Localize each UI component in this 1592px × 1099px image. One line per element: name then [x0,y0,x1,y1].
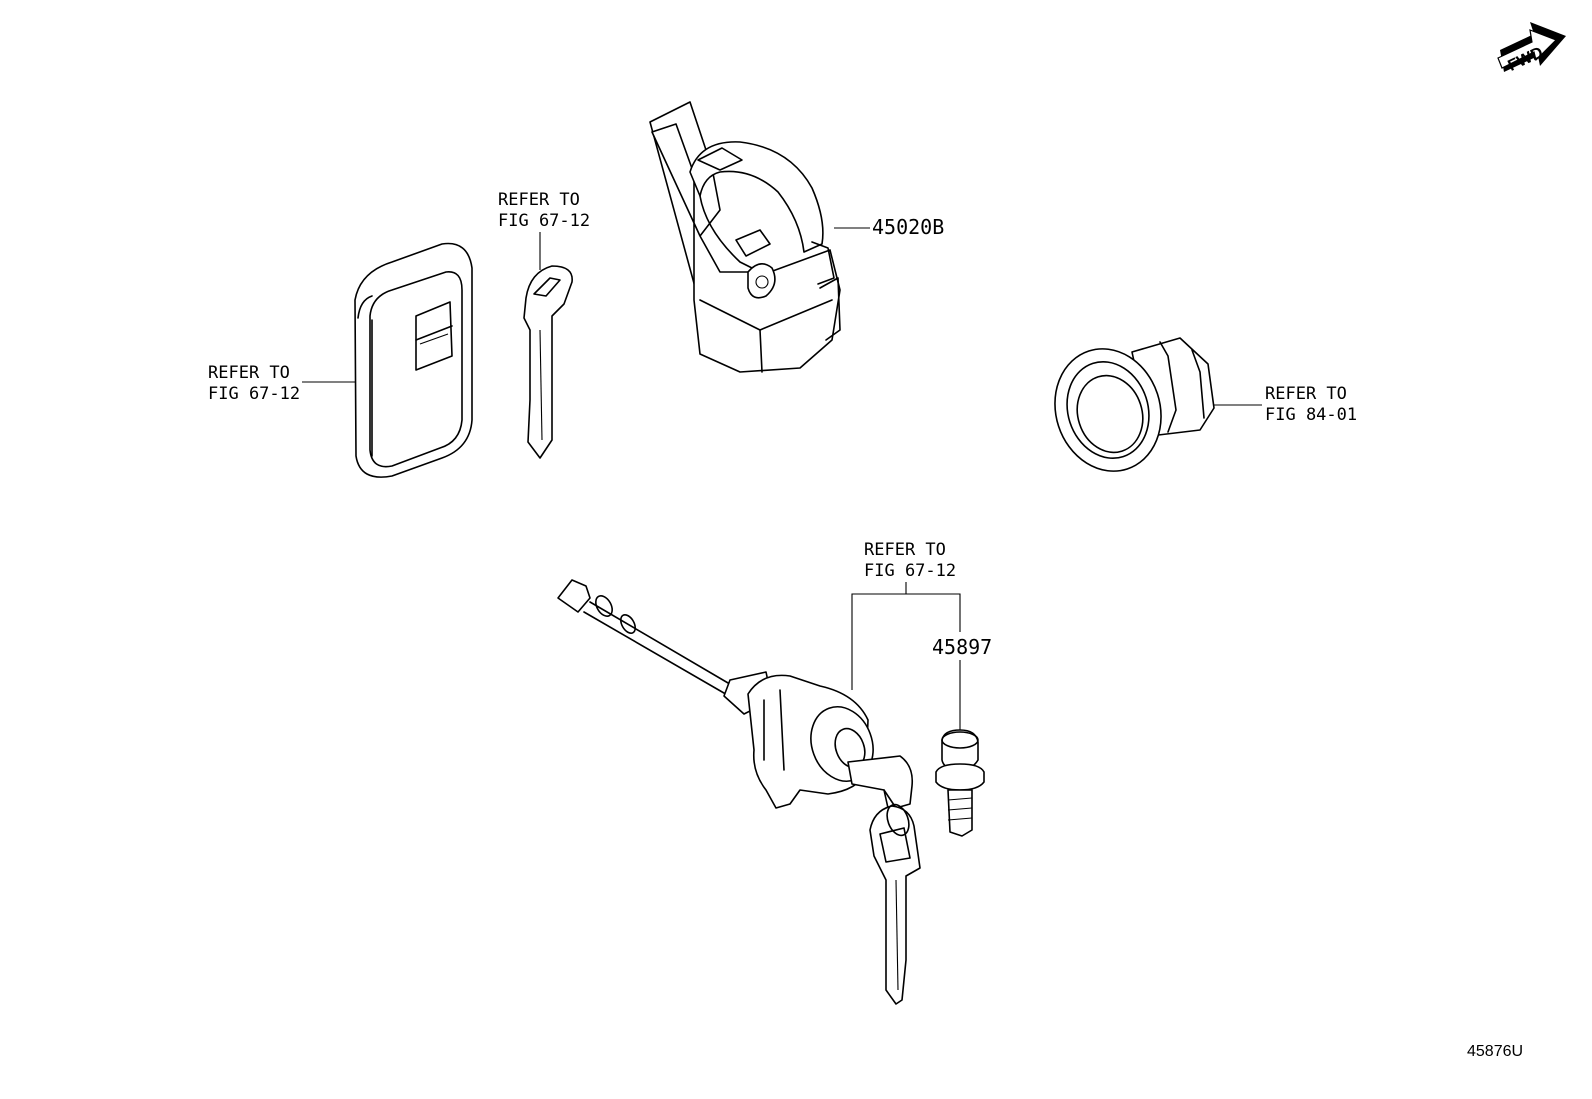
figure-id: 45876U [1467,1043,1523,1060]
fwd-arrow-icon: FWD [1497,22,1566,75]
smart-key-fob [354,242,473,478]
bolt [935,729,985,837]
callout-lock-set-line2: FIG 67-12 [864,561,956,581]
part-number-45897: 45897 [932,635,992,659]
push-start-switch [1054,337,1215,472]
callout-key-line2: FIG 67-12 [498,211,590,231]
callout-switch-line1: REFER TO [1265,384,1347,404]
part-number-45020b: 45020B [872,215,944,239]
callout-switch-line2: FIG 84-01 [1265,405,1357,425]
callout-key-line1: REFER TO [498,190,580,210]
mechanical-key [523,265,573,459]
callout-fob-line1: REFER TO [208,363,290,383]
callout-lock-set-line1: REFER TO [864,540,946,560]
door-lock-cylinder-set [557,579,921,1005]
callout-fob-line2: FIG 67-12 [208,384,300,404]
steering-lock-assembly [649,101,841,373]
